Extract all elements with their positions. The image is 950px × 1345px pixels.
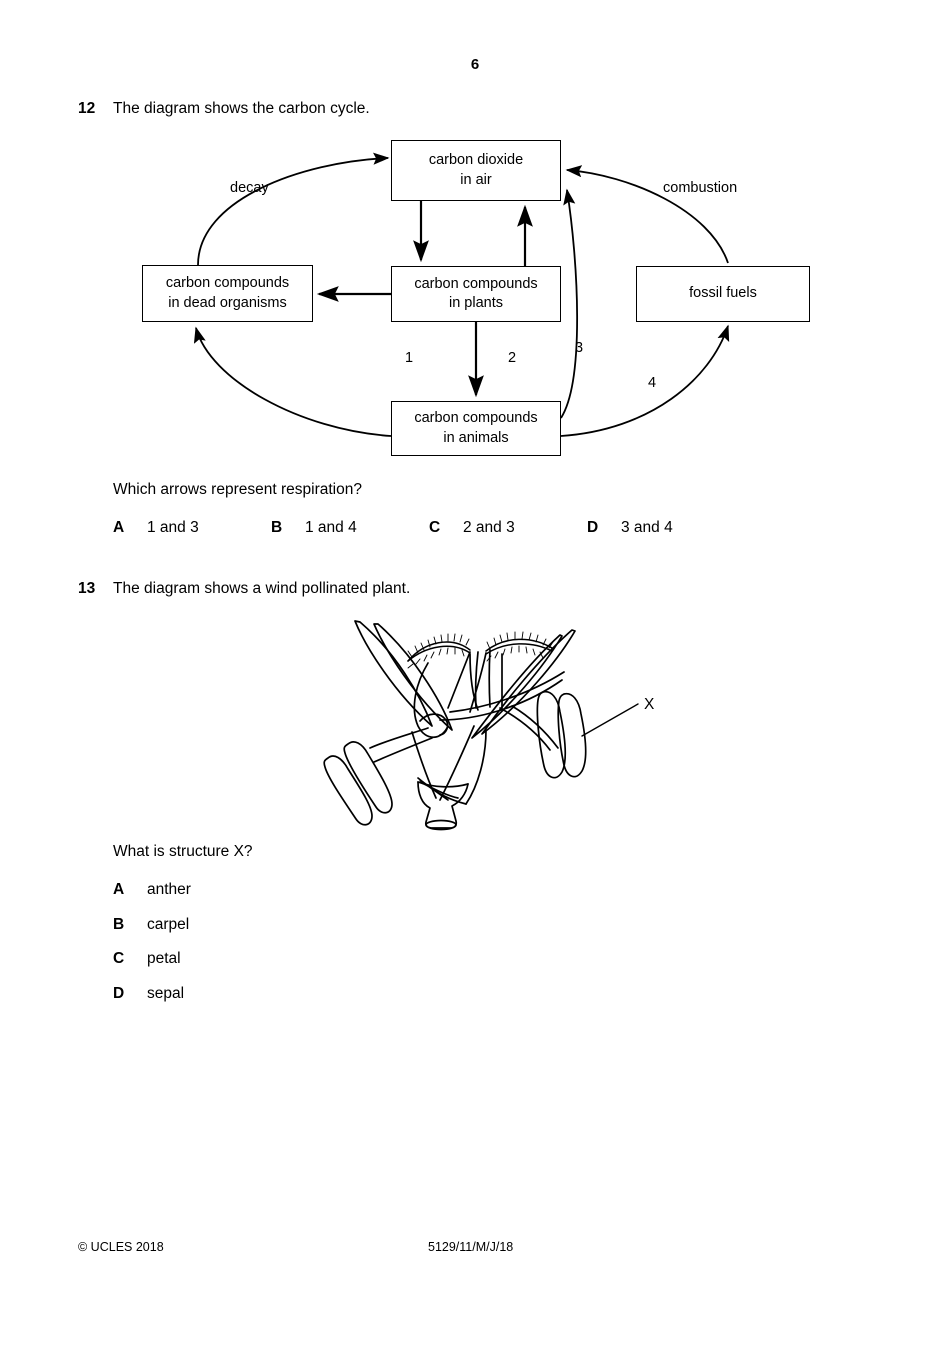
question-13-options: A anther B carpel C petal D sepal bbox=[0, 881, 950, 1019]
box-co2-line2: in air bbox=[460, 171, 492, 188]
option-text-a[interactable]: anther bbox=[147, 881, 191, 898]
combustion-arrow bbox=[565, 165, 729, 264]
option-row-b[interactable]: B carpel bbox=[0, 916, 950, 951]
arrow-4 bbox=[560, 324, 730, 437]
option-letter-c: C bbox=[429, 519, 441, 536]
option-text-d[interactable]: sepal bbox=[147, 984, 185, 1002]
question-13-number: 13 bbox=[78, 580, 96, 597]
box-dead-line2: in dead organisms bbox=[168, 294, 287, 311]
option-letter-a: A bbox=[113, 881, 125, 898]
question-13-prompt: What is structure X? bbox=[113, 843, 253, 860]
option-text-c[interactable]: 2 and 3 bbox=[463, 519, 515, 536]
page-number: 6 bbox=[470, 56, 480, 73]
flower-label-x-text: X bbox=[644, 696, 655, 713]
arrow-number-3: 3 bbox=[575, 340, 584, 356]
box-fossil-fuels: fossil fuels bbox=[636, 266, 810, 322]
box-carbon-compounds-in-dead-organisms: carbon compounds in dead organisms bbox=[142, 265, 313, 322]
question-12-prompt: Which arrows represent respiration? bbox=[113, 481, 362, 498]
arrow-number-2: 2 bbox=[508, 350, 517, 366]
option-letter-d: D bbox=[587, 519, 599, 536]
flower-drawing: X bbox=[323, 620, 655, 831]
decay-arrow bbox=[197, 152, 390, 266]
box-animals-line1: carbon compounds bbox=[414, 410, 538, 427]
option-text-d[interactable]: 3 and 4 bbox=[621, 519, 673, 536]
box-animals-line2: in animals bbox=[443, 429, 509, 446]
option-letter-a: A bbox=[113, 519, 125, 536]
box-fossil-line1: fossil fuels bbox=[689, 285, 757, 302]
option-text-a[interactable]: 1 and 3 bbox=[147, 519, 199, 536]
option-row-c[interactable]: C petal bbox=[0, 950, 950, 985]
question-13-stem: The diagram shows a wind pollinated plan… bbox=[113, 580, 411, 597]
question-12-options: A 1 and 3 B 1 and 4 C 2 and 3 D 3 and 4 bbox=[0, 519, 950, 541]
animals-to-dead-arrow bbox=[193, 326, 392, 437]
option-text-b[interactable]: 1 and 4 bbox=[305, 519, 357, 536]
option-text-c[interactable]: petal bbox=[147, 950, 181, 967]
box-co2-line1: carbon dioxide bbox=[428, 152, 524, 169]
footer-paper-code: 5129/11/M/J/18 bbox=[428, 1240, 514, 1254]
carbon-cycle-diagram: carbon dioxide in air carbon compounds i… bbox=[130, 130, 830, 470]
box-dead-line1: carbon compounds bbox=[165, 275, 290, 292]
wind-pollinated-flower-diagram: X bbox=[300, 608, 670, 833]
decay-label: decay bbox=[230, 180, 269, 196]
option-letter-c: C bbox=[113, 950, 125, 967]
arrow-3 bbox=[560, 188, 579, 419]
box-carbon-dioxide-in-air: carbon dioxide in air bbox=[391, 140, 561, 201]
carbon-cycle-arrows bbox=[193, 152, 730, 437]
option-row-a[interactable]: A anther bbox=[0, 881, 950, 916]
arrow-number-1: 1 bbox=[405, 350, 414, 366]
option-letter-b: B bbox=[113, 915, 125, 933]
combustion-label: combustion bbox=[663, 180, 738, 196]
arrow-number-4: 4 bbox=[648, 375, 657, 391]
question-12-stem: The diagram shows the carbon cycle. bbox=[113, 100, 370, 117]
option-letter-b: B bbox=[271, 519, 283, 536]
box-plants-line2: in plants bbox=[448, 295, 503, 311]
option-letter-d: D bbox=[113, 984, 125, 1002]
box-carbon-compounds-in-animals: carbon compounds in animals bbox=[391, 401, 561, 456]
option-row-d[interactable]: D sepal bbox=[0, 985, 950, 1020]
question-12-number: 12 bbox=[78, 100, 96, 117]
footer-copyright: © UCLES 2018 bbox=[78, 1240, 164, 1254]
option-text-b[interactable]: carpel bbox=[147, 915, 190, 933]
box-carbon-compounds-in-plants: carbon compounds in plants bbox=[391, 266, 561, 322]
box-plants-line1: carbon compounds bbox=[414, 275, 538, 292]
